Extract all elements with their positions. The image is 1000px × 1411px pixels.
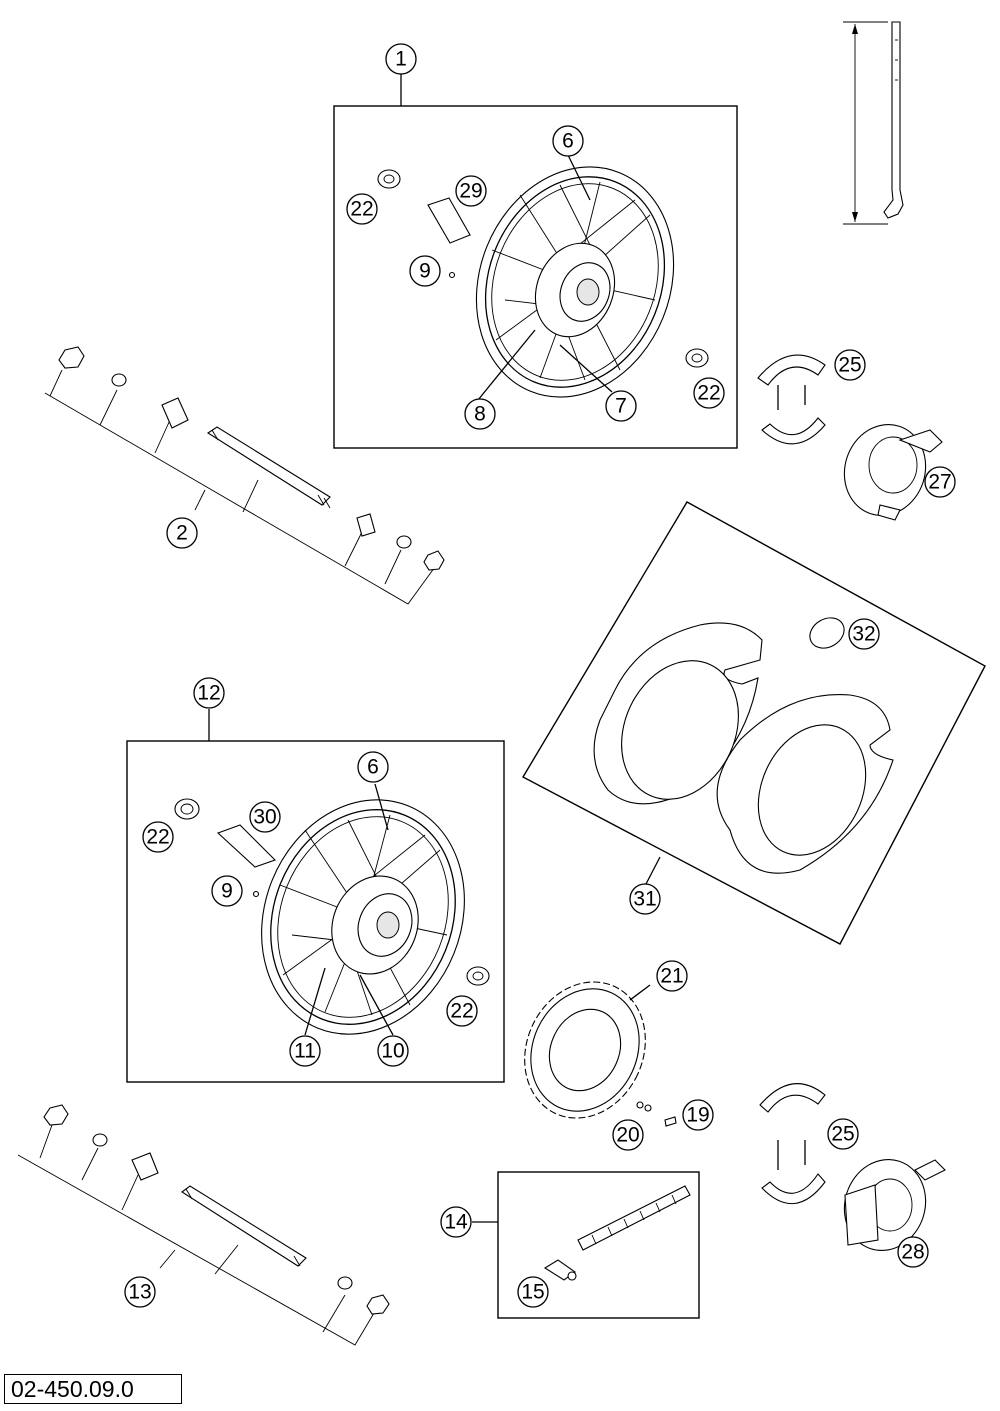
- callout-22b: 22: [693, 377, 725, 409]
- callout-10: 10: [377, 1035, 409, 1067]
- callout-27: 27: [924, 466, 956, 498]
- svg-text:19: 19: [686, 1104, 709, 1127]
- callout-19: 19: [682, 1099, 714, 1131]
- svg-text:21: 21: [660, 965, 683, 988]
- svg-text:7: 7: [615, 395, 627, 418]
- callout-21: 21: [656, 960, 688, 992]
- svg-text:22: 22: [697, 382, 720, 405]
- svg-text:1: 1: [395, 48, 407, 71]
- callout-25a: 25: [834, 349, 866, 381]
- callout-28: 28: [897, 1236, 929, 1268]
- callout-12: 12: [193, 677, 225, 709]
- svg-text:32: 32: [852, 623, 875, 646]
- front-axle-kit: [44, 346, 445, 605]
- callout-22d: 22: [446, 995, 478, 1027]
- svg-text:20: 20: [616, 1124, 639, 1147]
- rear-brake-plate: [843, 1158, 946, 1252]
- svg-text:22: 22: [450, 1000, 473, 1023]
- svg-text:9: 9: [221, 880, 233, 903]
- callout-15: 15: [517, 1276, 549, 1308]
- callout-22a: 22: [346, 193, 378, 225]
- callout-9b: 9: [211, 875, 243, 907]
- svg-text:11: 11: [294, 1040, 316, 1063]
- svg-text:22: 22: [146, 826, 169, 849]
- front-wheel-assembly: [333, 74, 738, 449]
- svg-text:29: 29: [459, 180, 482, 203]
- callout-29: 29: [455, 175, 487, 207]
- front-brake-shoes: [757, 354, 826, 445]
- callout-2: 2: [166, 517, 198, 549]
- svg-text:6: 6: [562, 130, 574, 153]
- rear-brake-shoes: [759, 1083, 826, 1205]
- callout-22c: 22: [142, 821, 174, 853]
- svg-text:12: 12: [197, 682, 220, 705]
- svg-text:30: 30: [253, 806, 276, 829]
- callout-6b: 6: [357, 751, 389, 783]
- svg-text:8: 8: [474, 403, 486, 426]
- svg-text:28: 28: [901, 1241, 924, 1264]
- callout-11: 11: [289, 1035, 321, 1067]
- callout-25b: 25: [827, 1118, 859, 1150]
- svg-text:2: 2: [176, 522, 188, 545]
- callout-1: 1: [385, 43, 417, 75]
- svg-text:25: 25: [831, 1123, 854, 1146]
- svg-text:14: 14: [444, 1211, 468, 1234]
- callout-9a: 9: [409, 255, 441, 287]
- document-code-label: 02-450.09.0: [4, 1374, 182, 1404]
- rear-axle-kit: [17, 1104, 390, 1346]
- rim-tape-kit: [522, 501, 986, 945]
- callout-8: 8: [464, 398, 496, 430]
- svg-text:27: 27: [928, 471, 951, 494]
- front-brake-plate: [843, 423, 943, 521]
- svg-text:6: 6: [367, 756, 379, 779]
- svg-text:22: 22: [350, 198, 373, 221]
- callout-30: 30: [249, 801, 281, 833]
- svg-text:10: 10: [381, 1040, 404, 1063]
- spoke-wrench-dimension: [843, 21, 904, 225]
- chain-kit: [472, 1171, 700, 1319]
- callout-20: 20: [612, 1119, 644, 1151]
- svg-text:13: 13: [128, 1281, 151, 1304]
- svg-text:31: 31: [633, 888, 656, 911]
- callout-7: 7: [605, 390, 637, 422]
- callout-14: 14: [440, 1206, 472, 1238]
- callout-32: 32: [848, 618, 880, 650]
- svg-text:9: 9: [419, 260, 431, 283]
- svg-text:25: 25: [838, 354, 861, 377]
- callout-31: 31: [629, 883, 661, 915]
- callout-6a: 6: [552, 125, 584, 157]
- callout-13: 13: [124, 1276, 156, 1308]
- rear-wheel-assembly: [126, 709, 505, 1083]
- rear-sprocket: [524, 981, 677, 1127]
- svg-text:15: 15: [521, 1281, 544, 1304]
